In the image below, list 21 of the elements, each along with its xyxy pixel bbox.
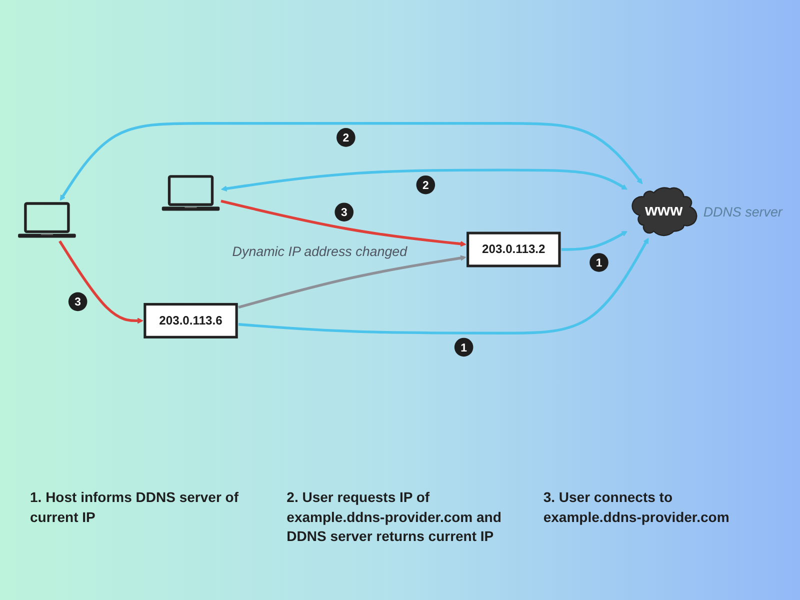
step-number: 3	[334, 202, 354, 222]
arrow	[220, 168, 628, 192]
server-caption: DDNS server	[703, 204, 782, 220]
arrow	[238, 255, 466, 309]
arrow	[60, 122, 643, 201]
step-number: 1	[590, 253, 608, 272]
step-number: 2	[336, 128, 356, 147]
arrow	[58, 240, 144, 324]
step-note: 1. Host informs DDNS server of current IP	[30, 488, 240, 527]
step-number: 1	[454, 338, 474, 357]
arrow	[238, 238, 649, 334]
screen-box: 203.0.113.6	[144, 302, 238, 338]
step-note: 2. User requests IP of example.ddns-provider.com and DDNS server returns current IP	[286, 488, 502, 546]
arrow	[561, 231, 628, 251]
cloud-shape: www	[632, 187, 698, 236]
edge-label: Dynamic IP address changed	[232, 244, 408, 260]
screen-box: 203.0.113.2	[466, 232, 561, 268]
step-number: 2	[416, 175, 436, 194]
arrow	[220, 200, 466, 247]
step-note: 3. User connects to example.ddns-provider.com	[543, 488, 730, 527]
step-number: 3	[68, 292, 88, 312]
